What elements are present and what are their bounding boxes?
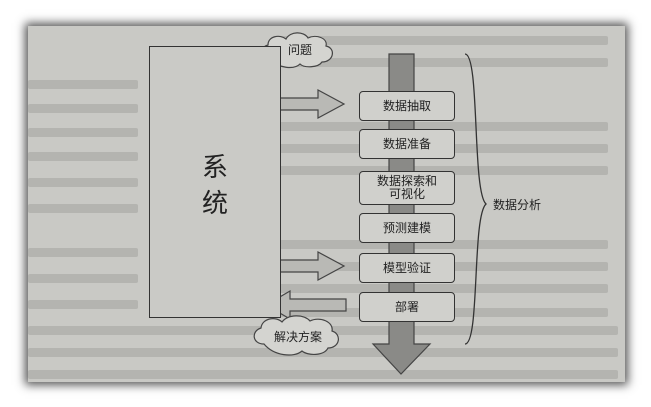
background-line <box>28 104 138 113</box>
step-label: 数据探索和 可视化 <box>376 174 437 201</box>
step-data-extraction: 数据抽取 <box>359 91 455 121</box>
background-line <box>28 248 138 257</box>
step-label: 数据准备 <box>382 136 431 151</box>
system-box: 系 统 <box>149 46 281 318</box>
analysis-bracket <box>464 53 487 345</box>
solution-label: 解决方案 <box>273 330 322 344</box>
step-data-exploration: 数据探索和 可视化 <box>359 171 455 205</box>
step-model-validation: 模型验证 <box>359 253 455 283</box>
step-data-preparation: 数据准备 <box>359 129 455 159</box>
background-line <box>28 300 138 309</box>
background-line <box>28 204 138 213</box>
diagram-page: 系 统 问题 解决方案 数据抽取 数据准备 数据探索和 可视化 预测建模 模型验… <box>28 26 625 382</box>
system-label-char-2: 统 <box>201 189 228 219</box>
step-predictive-modeling: 预测建模 <box>359 213 455 243</box>
background-line <box>28 128 138 137</box>
background-line <box>28 80 138 89</box>
step-label: 预测建模 <box>382 220 431 235</box>
background-line <box>28 178 138 187</box>
system-label-char-1: 系 <box>201 153 228 183</box>
solution-cloud-icon <box>253 315 339 356</box>
step-label: 模型验证 <box>382 260 431 275</box>
analysis-label: 数据分析 <box>493 198 542 212</box>
background-line <box>278 240 608 249</box>
background-line <box>278 36 608 45</box>
step-label: 数据抽取 <box>382 98 431 113</box>
problem-label: 问题 <box>287 43 312 57</box>
step-label: 部署 <box>394 299 419 314</box>
background-line <box>28 152 138 161</box>
background-line <box>278 284 608 293</box>
background-line <box>278 122 608 131</box>
step-deployment: 部署 <box>359 292 455 322</box>
background-line <box>28 370 618 379</box>
background-line <box>278 58 608 67</box>
background-line <box>28 274 138 283</box>
background-line <box>278 166 608 175</box>
